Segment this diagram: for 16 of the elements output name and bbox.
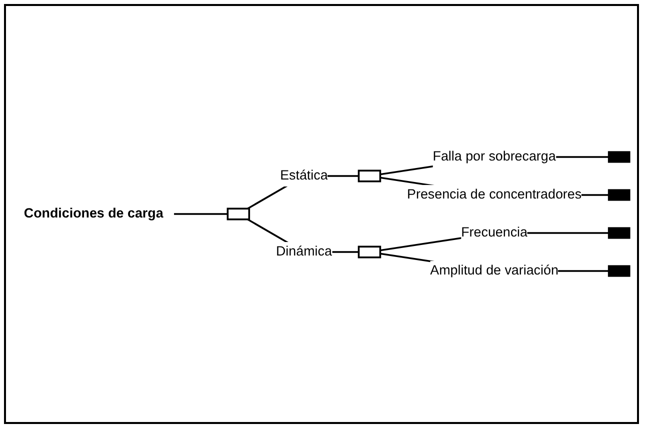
edge-label: Falla por sobrecarga	[432, 148, 556, 164]
edge-label: Estática	[280, 168, 328, 183]
node-box	[358, 246, 382, 258]
node-box	[226, 208, 250, 220]
edge-label: Amplitud de variación	[430, 262, 558, 278]
node-bar	[608, 151, 630, 163]
node-text: Condiciones de carga	[24, 206, 164, 221]
node-box	[358, 170, 382, 182]
edge-label: Frecuencia	[461, 224, 528, 240]
edge-label: Presencia de concentradores	[407, 186, 582, 202]
connector	[174, 213, 228, 215]
node-bar	[608, 189, 630, 201]
node-bar	[608, 227, 630, 239]
diagram-frame: Estática Dinámica Falla por sobrecarga Presencia de concentradores Frecuencia Amplitud de variación Condiciones de carga	[4, 4, 639, 424]
node-bar	[608, 265, 630, 277]
edge-label: Dinámica	[276, 244, 332, 259]
